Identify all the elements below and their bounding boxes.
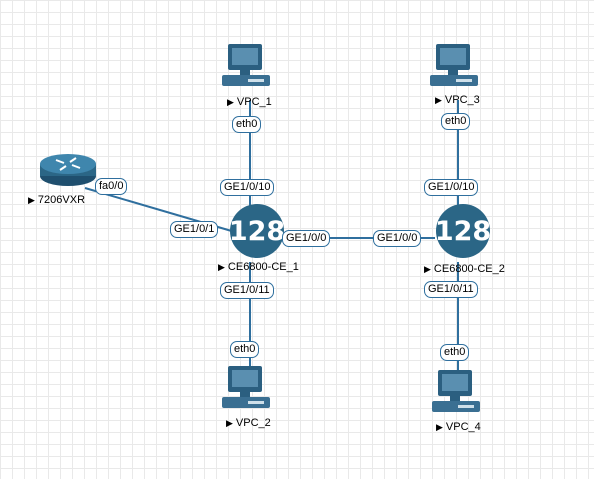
port-ce1-ge1-0-11: GE1/0/11 bbox=[220, 282, 274, 299]
vpc2-label: ▶VPC_2 bbox=[226, 417, 271, 429]
vpc3-label: ▶VPC_3 bbox=[435, 94, 480, 106]
port-ce2-ge1-0-11: GE1/0/11 bbox=[424, 281, 478, 298]
vpc1-label: ▶VPC_1 bbox=[227, 96, 272, 108]
router-label: ▶7206VXR bbox=[28, 194, 86, 206]
port-vpc2-eth0: eth0 bbox=[230, 341, 260, 358]
port-ce2-ge1-0-10: GE1/0/10 bbox=[424, 179, 479, 196]
vpc4-computer-icon[interactable] bbox=[432, 370, 482, 416]
port-ce1-ge1-0-0: GE1/0/0 bbox=[282, 230, 331, 247]
port-ce1-ge1-0-10: GE1/0/10 bbox=[220, 179, 275, 196]
port-vpc4-eth0: eth0 bbox=[440, 344, 470, 361]
port-vpc3-eth0: eth0 bbox=[441, 113, 471, 130]
ce1-switch-icon[interactable]: 128 bbox=[229, 204, 285, 258]
port-ce2-ge1-0-0: GE1/0/0 bbox=[373, 230, 422, 247]
port-ce1-ge1-0-1: GE1/0/1 bbox=[170, 221, 219, 238]
ce2-label: ▶CE6800-CE_2 bbox=[424, 263, 505, 275]
port-vpc1-eth0: eth0 bbox=[232, 116, 262, 133]
ce1-label: ▶CE6800-CE_1 bbox=[218, 261, 299, 273]
vpc4-label: ▶VPC_4 bbox=[436, 421, 481, 433]
vpc3-computer-icon[interactable] bbox=[430, 44, 480, 90]
vpc1-computer-icon[interactable] bbox=[222, 44, 272, 90]
ce2-switch-icon[interactable]: 128 bbox=[435, 204, 491, 258]
router-icon[interactable] bbox=[38, 152, 98, 188]
vpc2-computer-icon[interactable] bbox=[222, 366, 272, 412]
port-router-fa0-0: fa0/0 bbox=[95, 178, 128, 195]
